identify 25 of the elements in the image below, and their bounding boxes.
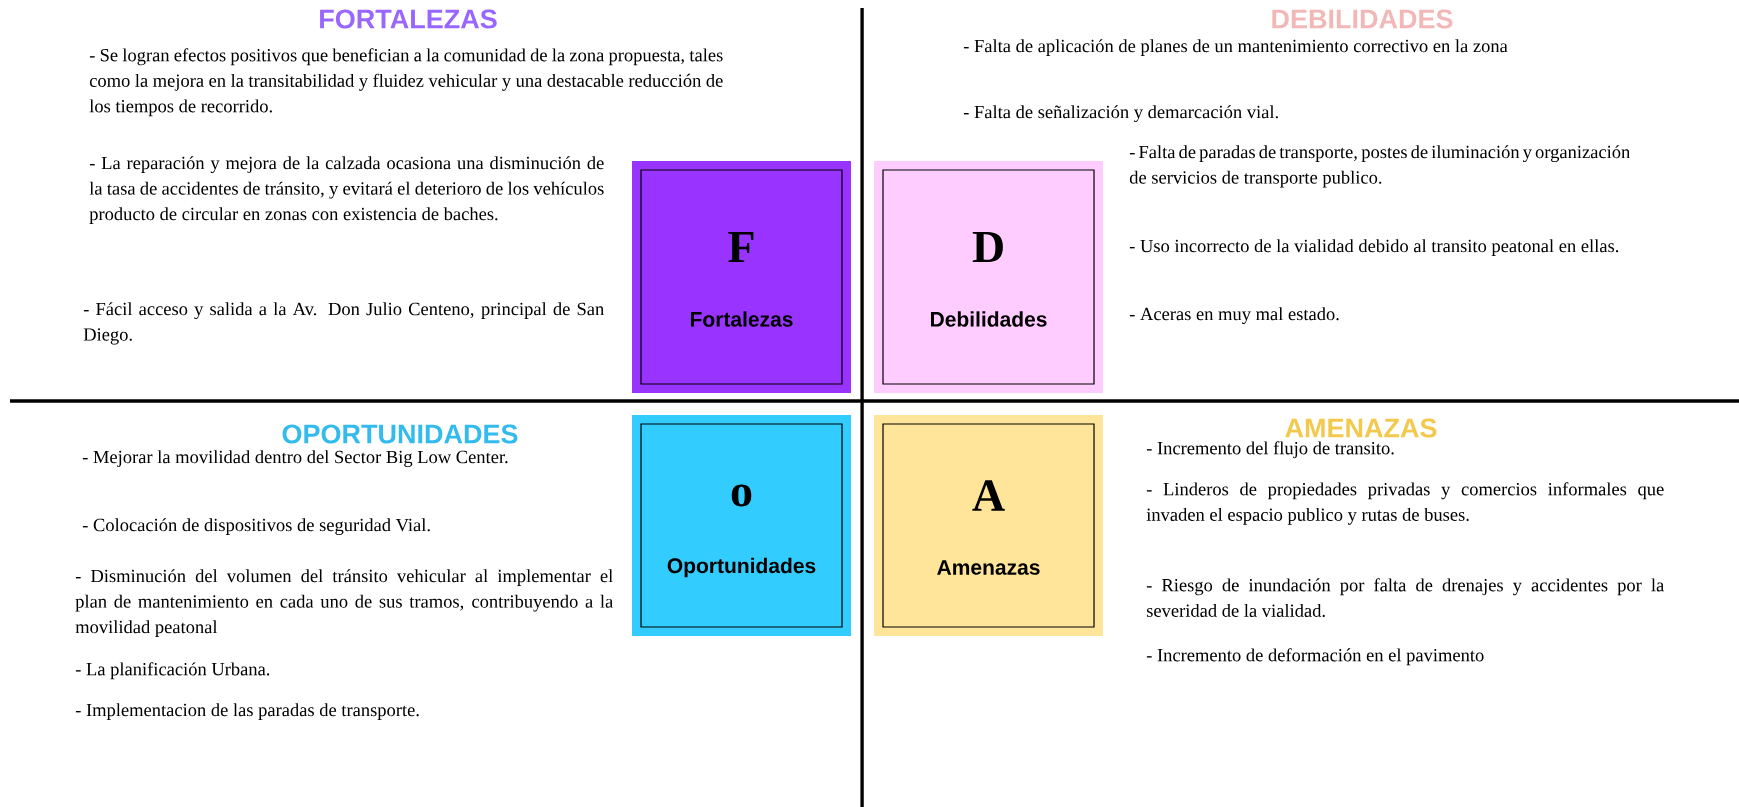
bullet-text: - Implementacion de las paradas de transporte. <box>75 703 419 720</box>
bullet-text: - Riesgo de inundación por falta de drenajes y accidentes por la severidad de la vialidad. <box>1146 578 1664 617</box>
bullet-text: - Colocación de dispositivos de seguridad Vial. <box>82 518 430 536</box>
bullet-text: - Se logran efectos positivos que benefician a la comunidad de la zona propuesta, tales como la mejora en la transitabilidad y fluidez vehicular y una destacable reducción de los tiempos de recorrido. <box>89 48 723 117</box>
bullet-text: - Linderos de propiedades privadas y comercios informales que invaden el espacio publico y rutas de buses. <box>1146 482 1664 525</box>
bullet-text: - Incremento del flujo de transito. <box>1146 441 1394 459</box>
section-heading: FORTALEZAS <box>320 9 497 29</box>
section-heading: DEBILIDADES <box>1272 9 1453 29</box>
bullet-text: - La planificación Urbana. <box>75 662 270 680</box>
bullet-text: - La reparación y mejora de la calzada ocasiona una disminución de la tasa de accidentes de tránsito, y evitará el deterioro de los vehículos producto de circular en zonas con existencia de baches. <box>89 156 604 224</box>
swot-box: A Amenazas <box>874 415 1103 636</box>
bullet-text: - Disminución del volumen del tránsito vehicular al implementar el plan de mantenimiento en cada uno de sus tramos, contribuyendo a la movilidad peatonal <box>75 569 613 637</box>
section-heading: OPORTUNIDADES <box>282 424 518 444</box>
section-heading: AMENAZAS <box>1285 418 1437 438</box>
bullet-text: - Falta de señalización y demarcación vial. <box>963 105 1278 123</box>
swot-box: o Oportunidades <box>632 415 851 636</box>
bullet-text: - Incremento de deformación en el pavimento <box>1146 648 1484 666</box>
bullet-text: - Mejorar la movilidad dentro del Sector Big Low Center. <box>82 450 508 468</box>
bullet-text: - Fácil acceso y salida a la Av. Don Julio Centeno, principal de San Diego. <box>83 302 604 345</box>
swot-box: F Fortalezas <box>632 161 851 393</box>
bullet-text: - Uso incorrecto de la vialidad debido al transito peatonal en ellas. <box>1129 239 1619 256</box>
swot-box: D Debilidades <box>874 161 1103 393</box>
bullet-text: - Falta de aplicación de planes de un mantenimiento correctivo en la zona <box>963 39 1508 56</box>
bullet-text: - Falta de paradas de transporte, postes de iluminación y organización de servicios de transporte publico. <box>1129 145 1630 188</box>
bullet-text: - Aceras en muy mal estado. <box>1129 307 1339 325</box>
